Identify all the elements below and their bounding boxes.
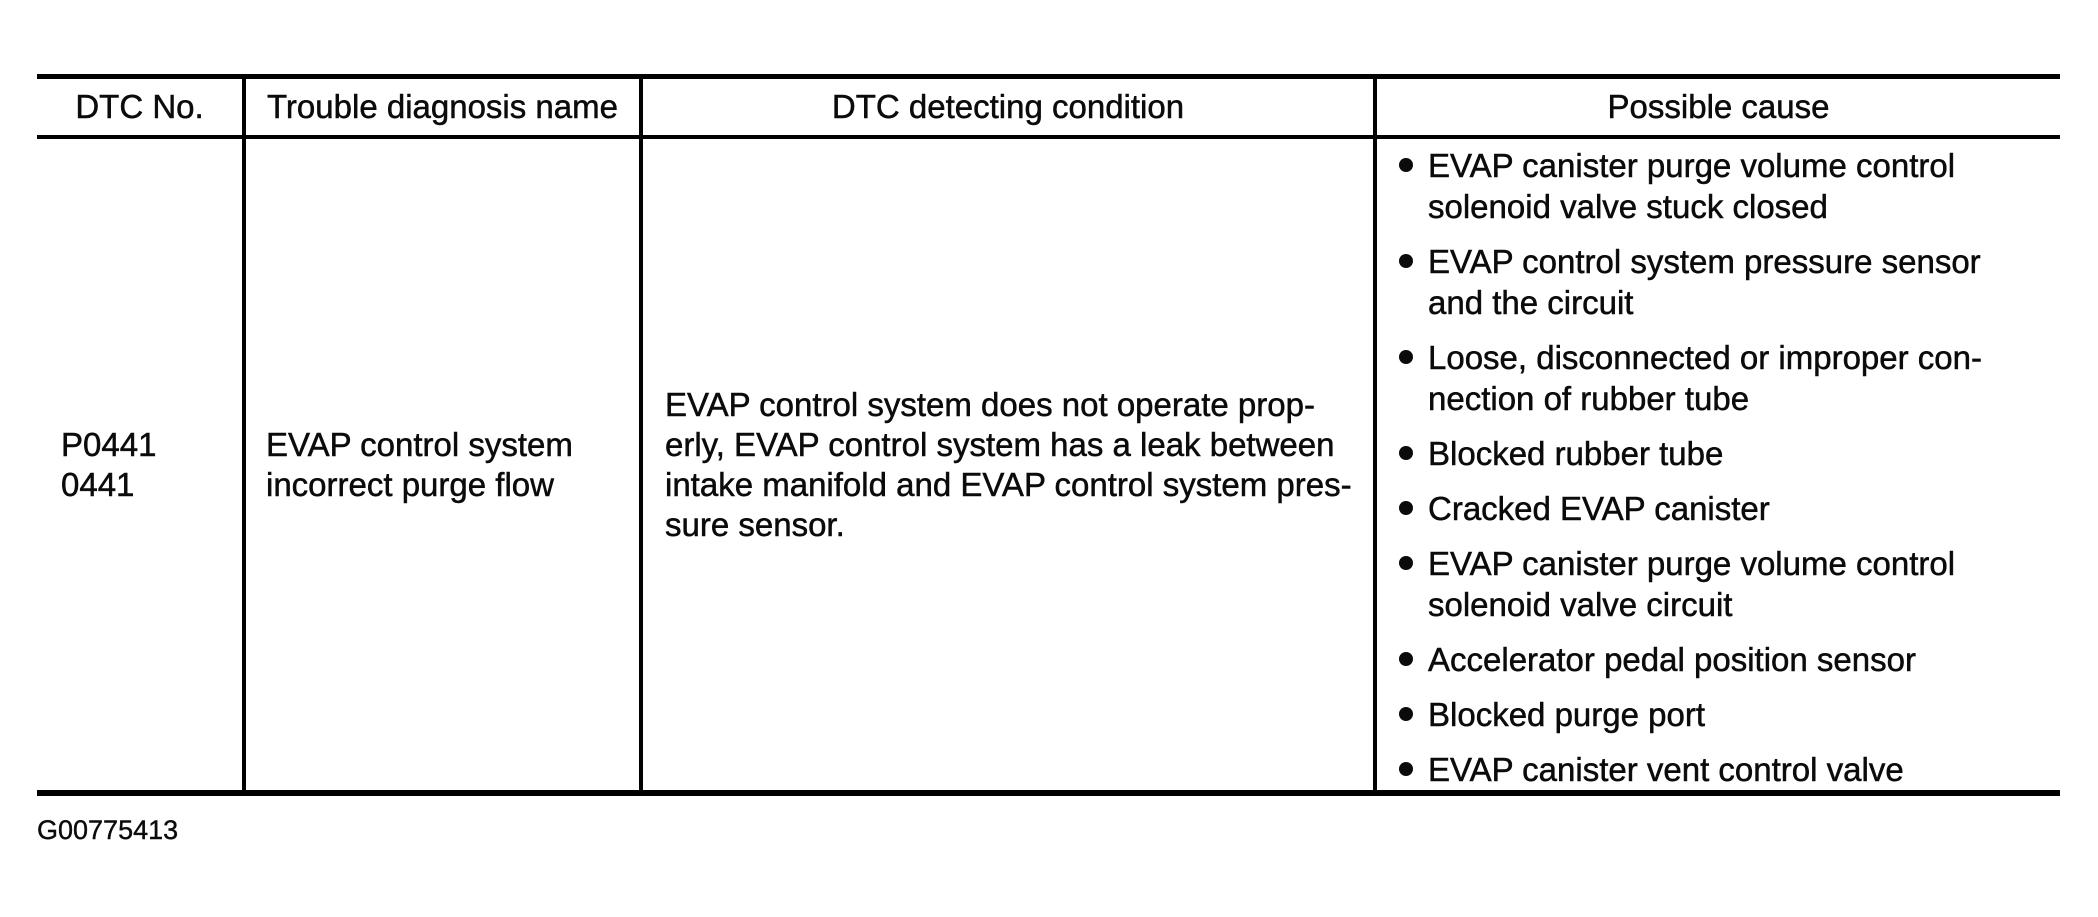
bullet-icon (1399, 501, 1413, 515)
dtc-table: DTC No. Trouble diagnosis name DTC detec… (37, 74, 2060, 796)
bullet-icon (1399, 707, 1413, 721)
bullet-icon (1399, 446, 1413, 460)
bullet-icon (1399, 762, 1413, 776)
bullet-icon (1399, 556, 1413, 570)
bullet-icon (1399, 652, 1413, 666)
possible-cause-item: Accelerator pedal position sensor (1377, 639, 2060, 680)
possible-cause-item: Cracked EVAP canister (1377, 488, 2060, 529)
column-header-dtc-no: DTC No. (37, 79, 246, 135)
possible-cause-text: Loose, disconnected or improper con-nect… (1428, 339, 1982, 418)
column-header-possible-cause: Possible cause (1607, 88, 1830, 126)
possible-cause-text: EVAP canister vent control valve (1428, 751, 1904, 789)
dtc-detecting-condition-text: EVAP control system does not operate pro… (665, 385, 1352, 543)
possible-cause-text: Blocked purge port (1428, 696, 1706, 734)
possible-cause-text: Cracked EVAP canister (1428, 490, 1770, 528)
possible-cause-text: Blocked rubber tube (1428, 435, 1724, 473)
cell-dtc-detecting-condition: EVAP control system does not operate pro… (643, 139, 1377, 790)
possible-cause-item: Blocked rubber tube (1377, 433, 2060, 474)
possible-cause-item: EVAP canister vent control valve (1377, 749, 2060, 790)
figure-id: G00775413 (37, 815, 179, 845)
bullet-icon (1399, 158, 1413, 172)
possible-cause-text: Accelerator pedal position sensor (1428, 641, 1916, 679)
table-header-row: DTC No. Trouble diagnosis name DTC detec… (37, 79, 2060, 139)
column-header-trouble-diagnosis-name: Trouble diagnosis name (246, 79, 643, 135)
column-header-dtc-detecting-condition: DTC detecting condition (643, 79, 1377, 135)
possible-cause-item: Loose, disconnected or improper con-nect… (1377, 337, 2060, 419)
bullet-icon (1399, 254, 1413, 268)
bullet-icon (1399, 350, 1413, 364)
possible-cause-item: Blocked purge port (1377, 694, 2060, 735)
